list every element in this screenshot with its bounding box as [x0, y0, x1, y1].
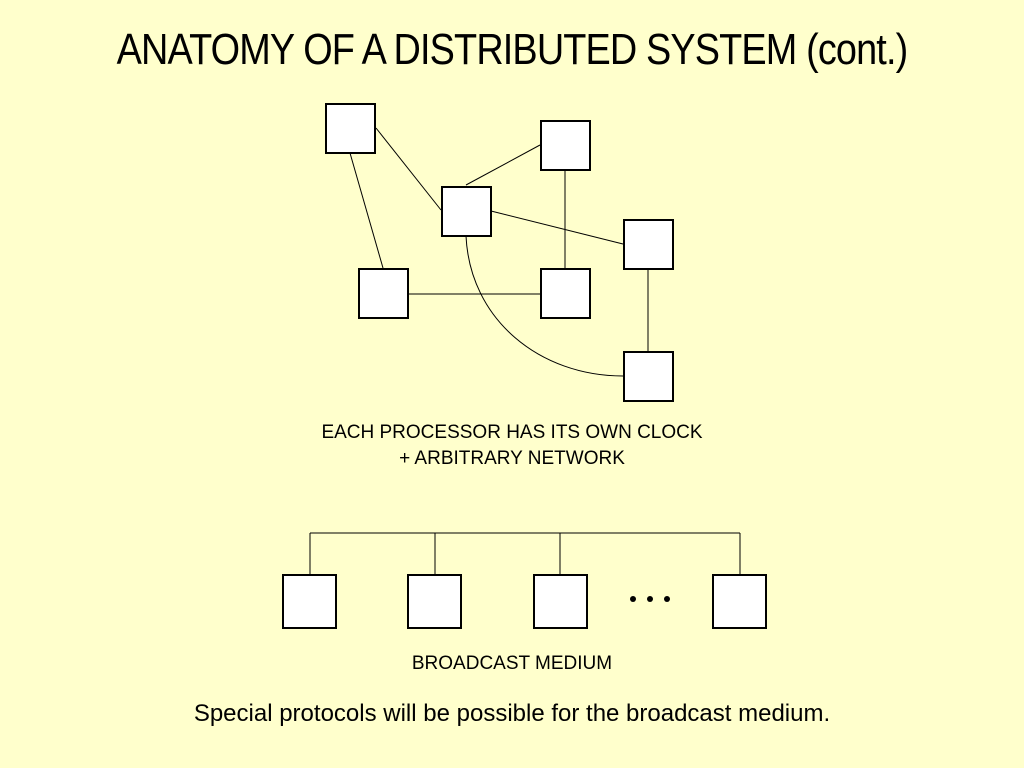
broadcast-processor-node: [282, 574, 337, 629]
processor-node: [623, 351, 674, 402]
broadcast-caption: BROADCAST MEDIUM: [411, 653, 613, 674]
slide-title: ANATOMY OF A DISTRIBUTED SYSTEM (cont.): [116, 25, 909, 74]
broadcast-bus: [309, 532, 741, 574]
ellipsis-dot: [630, 596, 636, 602]
edge-d-b: [465, 144, 541, 186]
edge-d-g-curve: [465, 235, 624, 377]
ellipsis-dot: [647, 596, 653, 602]
processor-node: [358, 268, 409, 319]
network-nodes: [325, 103, 674, 402]
network-edges: [349, 127, 649, 377]
ellipsis-dots: [630, 596, 670, 602]
network-caption-line-1: EACH PROCESSOR HAS ITS OWN CLOCK: [321, 422, 703, 443]
edge-a-d: [375, 127, 442, 211]
processor-node: [540, 120, 591, 171]
network-caption-line-2: + ARBITRARY NETWORK: [399, 448, 625, 469]
processor-node: [540, 268, 591, 319]
broadcast-processor-node: [533, 574, 588, 629]
broadcast-processor-node: [407, 574, 462, 629]
edge-d-c: [490, 210, 624, 245]
edge-a-e: [349, 152, 384, 269]
processor-node: [623, 219, 674, 270]
broadcast-nodes: [282, 574, 767, 629]
processor-node: [441, 186, 492, 237]
broadcast-processor-node: [712, 574, 767, 629]
footer-text: Special protocols will be possible for t…: [193, 700, 831, 727]
ellipsis-dot: [664, 596, 670, 602]
processor-node: [325, 103, 376, 154]
